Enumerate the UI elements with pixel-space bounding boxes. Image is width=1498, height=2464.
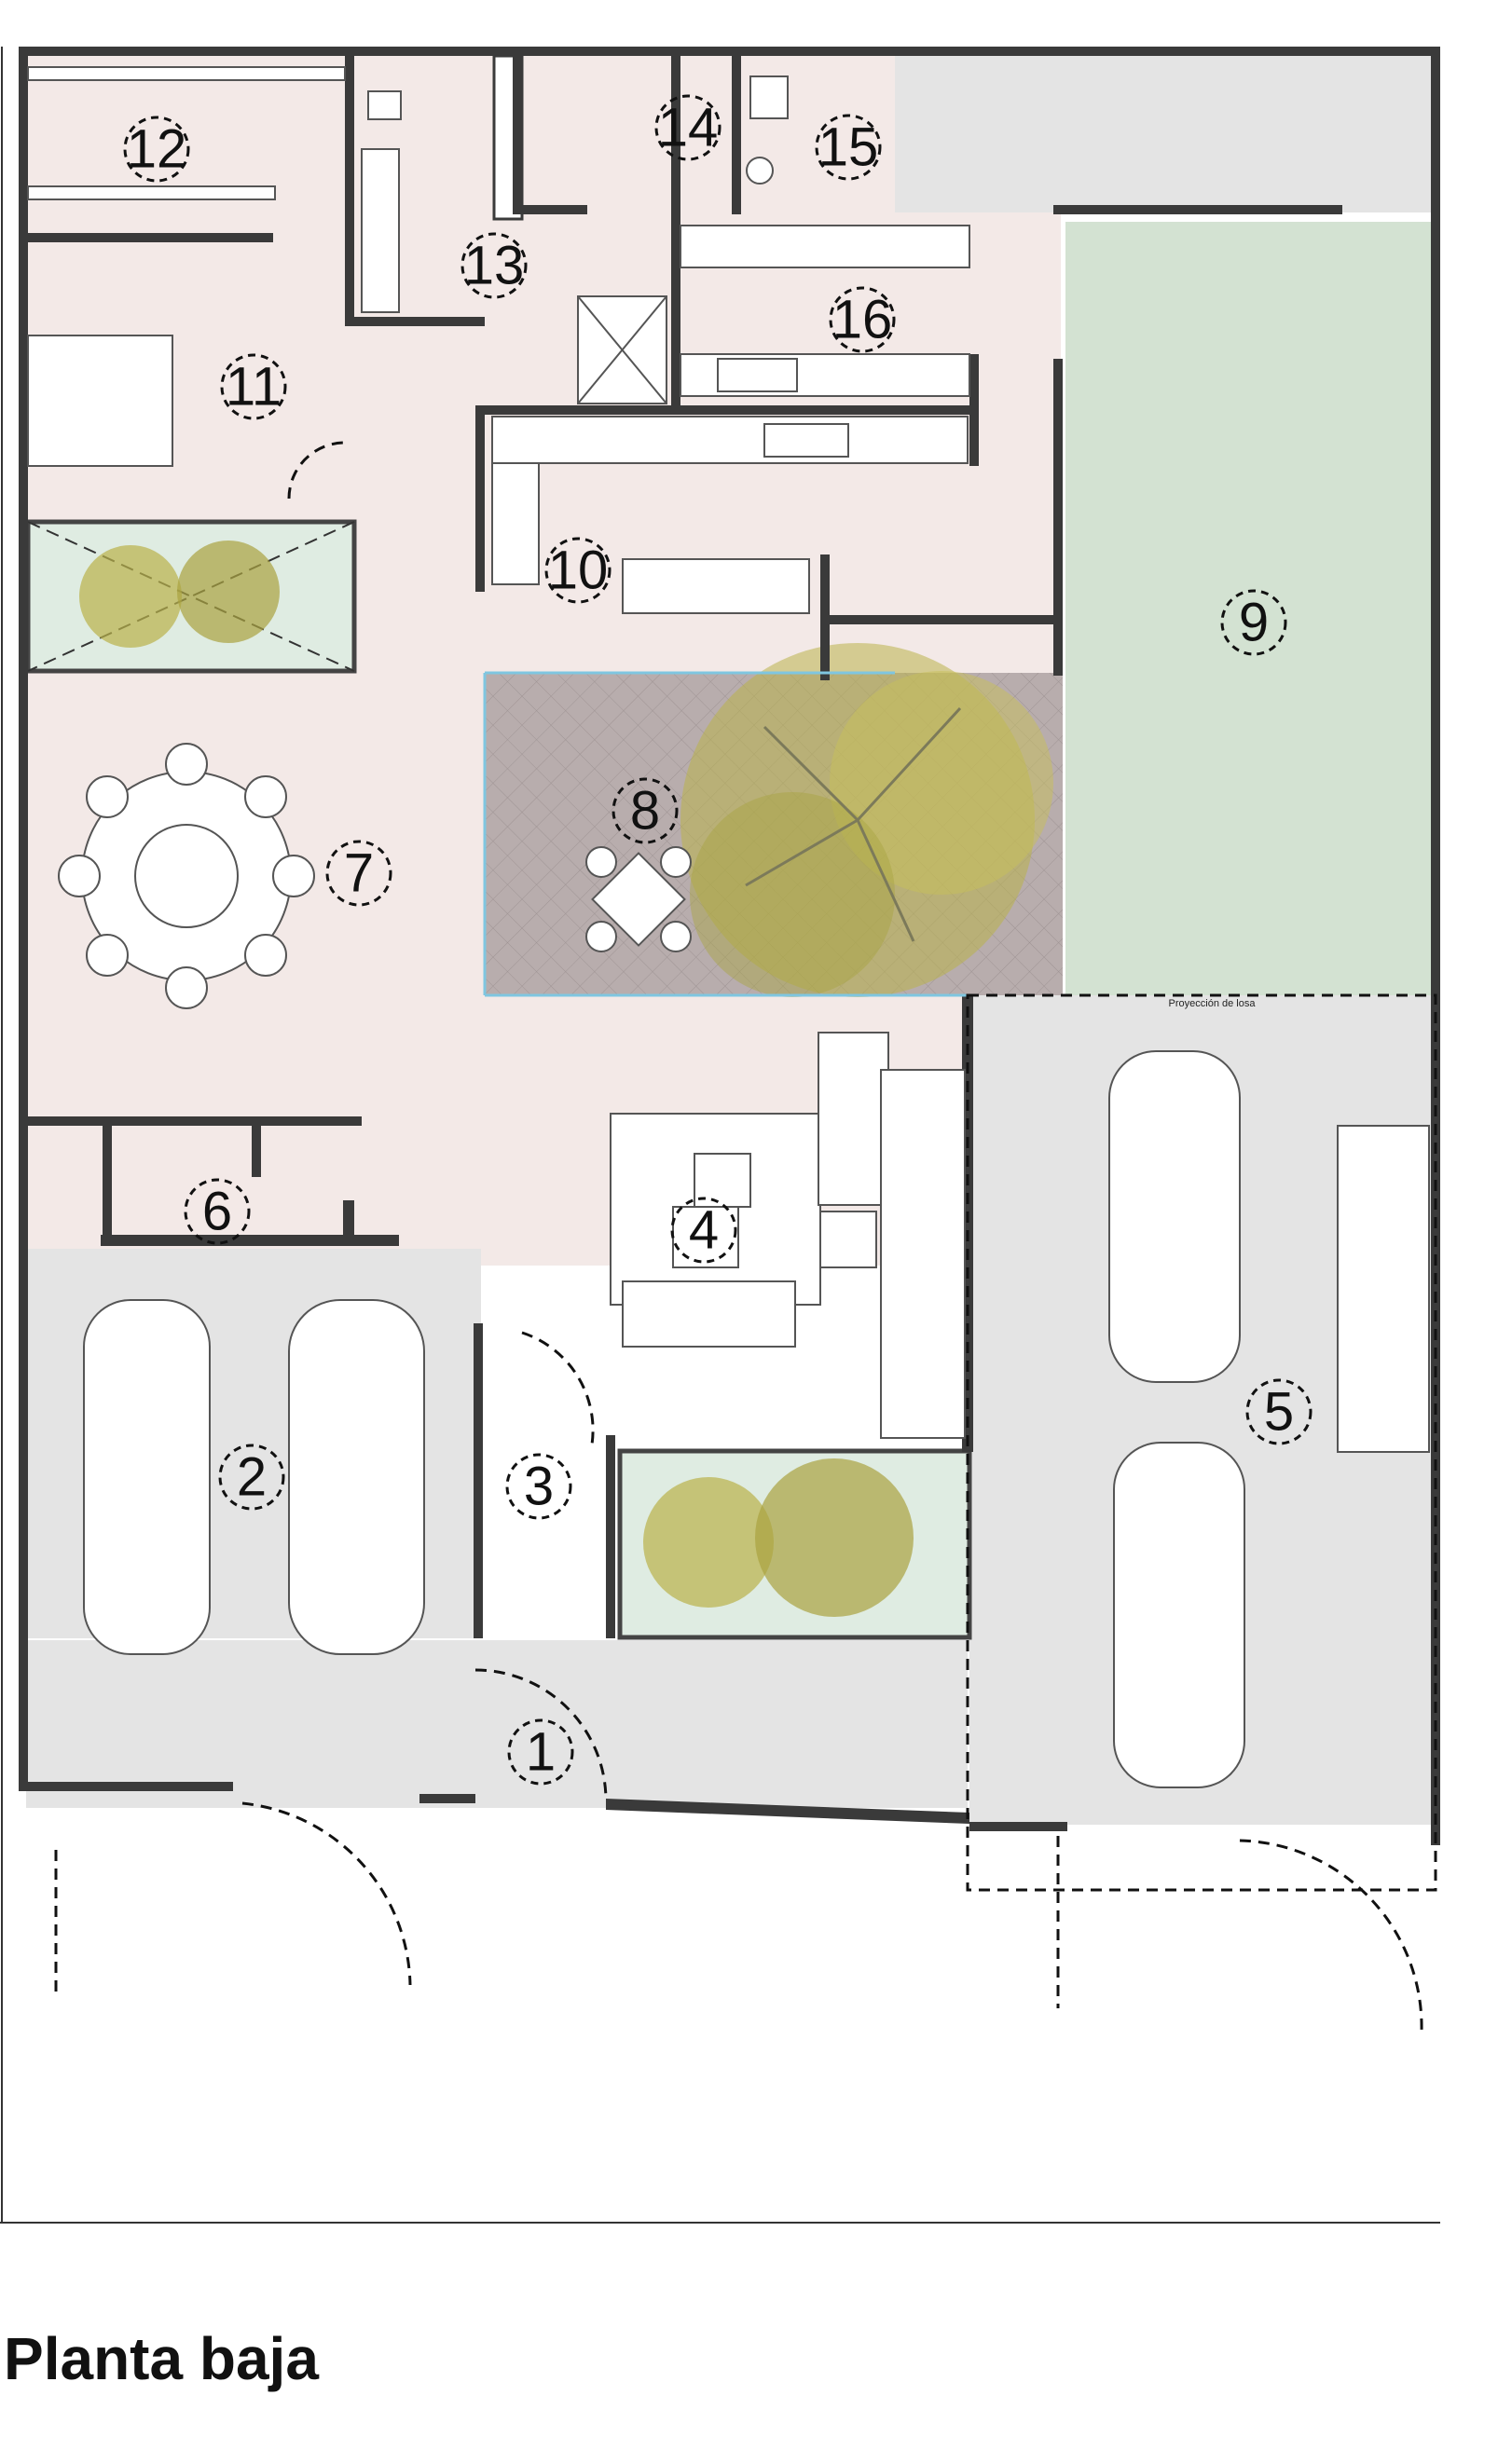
room-marker-7: 7 [325, 840, 392, 907]
kitchen-counter-return [491, 462, 540, 585]
car-2 [288, 1299, 425, 1655]
room-number: 16 [832, 290, 893, 350]
room-marker-10: 10 [544, 537, 612, 604]
toilet [367, 90, 402, 120]
patio-table [585, 846, 692, 952]
wardrobe-shelf [27, 66, 346, 81]
living-room-furniture [610, 1032, 1430, 1453]
dining-table [58, 743, 315, 1009]
room-marker-4: 4 [670, 1197, 737, 1264]
room-marker-15: 15 [815, 114, 882, 181]
carport-stair [1337, 1125, 1430, 1453]
room-marker-circle [505, 1453, 572, 1520]
cars [83, 1050, 1245, 1788]
room-marker-circle [1220, 589, 1287, 656]
room-number: 3 [524, 1457, 554, 1517]
garden-lawn [1065, 222, 1434, 995]
plan-title: Planta baja [4, 2325, 319, 2392]
sofa [622, 1280, 796, 1348]
room-marker-circle [654, 94, 722, 161]
room-marker-6: 6 [184, 1178, 251, 1245]
patio-glazing [483, 671, 969, 997]
slab-projection-label: Proyección de losa [1169, 998, 1257, 1009]
car-4 [1113, 1442, 1245, 1788]
room-marker-circle [544, 537, 612, 604]
room-number: 12 [127, 119, 187, 180]
laundry-sink [717, 358, 798, 392]
armchair [819, 1211, 877, 1268]
utility-sink [749, 75, 789, 119]
room-number: 14 [658, 98, 719, 158]
room-number: 4 [689, 1200, 719, 1261]
island [622, 558, 810, 614]
room-marker-circle [218, 1444, 285, 1511]
room-marker-circle [815, 114, 882, 181]
room-marker-8: 8 [612, 777, 679, 844]
room-number: 8 [630, 781, 660, 842]
room-marker-circle [670, 1197, 737, 1264]
bed [27, 335, 173, 467]
room-marker-9: 9 [1220, 589, 1287, 656]
car-1 [83, 1299, 211, 1655]
stair [880, 1069, 966, 1439]
room-marker-1: 1 [507, 1718, 574, 1786]
room-marker-14: 14 [654, 94, 722, 161]
room-marker-circle [507, 1718, 574, 1786]
upper-service-area [895, 54, 1436, 212]
kitchen-sink [763, 423, 849, 458]
room-marker-13: 13 [460, 232, 528, 299]
room-marker-circle [829, 286, 896, 353]
room-number: 9 [1239, 593, 1269, 653]
front-entry-floor [26, 1640, 968, 1808]
room-number: 11 [226, 357, 282, 418]
room-marker-16: 16 [829, 286, 896, 353]
car-3 [1108, 1050, 1241, 1383]
walls [19, 47, 1440, 1845]
room-marker-3: 3 [505, 1453, 572, 1520]
room-marker-circle [220, 353, 287, 420]
water-heater [746, 157, 774, 185]
sofa-side [818, 1032, 889, 1206]
room-number: 6 [202, 1182, 232, 1242]
room-marker-11: 11 [220, 353, 287, 420]
door-swings [54, 441, 1437, 2033]
planters [25, 519, 972, 1640]
pantry-counter [680, 225, 970, 268]
fixtures [27, 66, 970, 614]
room-number: 15 [818, 117, 879, 178]
room-marker-circle [612, 777, 679, 844]
room-number: 10 [548, 541, 609, 601]
room-marker-circle [184, 1178, 251, 1245]
room-number: 2 [237, 1447, 267, 1508]
room-number: 5 [1264, 1382, 1294, 1443]
room-marker-circle [123, 116, 190, 183]
tree-canopy [680, 643, 1053, 997]
room-marker-2: 2 [218, 1444, 285, 1511]
room-marker-circle [460, 232, 528, 299]
room-marker-5: 5 [1245, 1378, 1312, 1445]
slab-projection [966, 993, 1437, 1892]
kitchen-counter [491, 416, 969, 464]
room-number: 7 [344, 843, 374, 904]
wardrobe-shelf-2 [27, 185, 276, 200]
room-marker-circle [1245, 1378, 1312, 1445]
room-number: 13 [464, 236, 525, 296]
vanity [361, 148, 400, 313]
room-number: 1 [526, 1722, 556, 1783]
room-marker-circle [325, 840, 392, 907]
room-marker-12: 12 [123, 116, 190, 183]
